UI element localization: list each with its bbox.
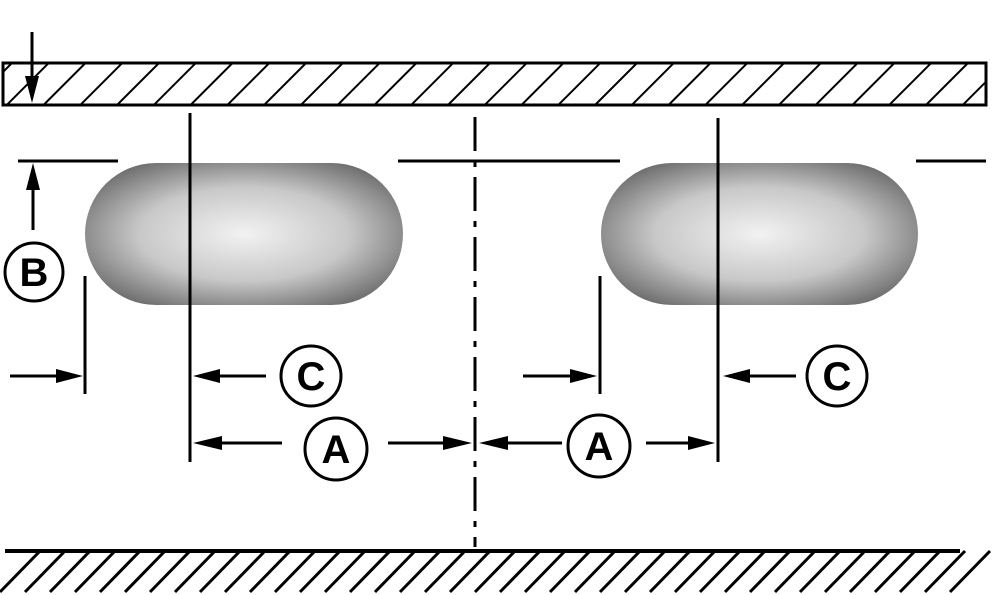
callout-c-left-label: C xyxy=(297,355,326,399)
ground-hatch-stroke xyxy=(423,549,467,594)
ground-hatch-stroke xyxy=(573,549,617,594)
ground-hatch xyxy=(0,549,992,594)
ground-hatch-stroke xyxy=(898,549,942,594)
dimension-c-right-arrow xyxy=(723,369,796,383)
callout-c-right: C xyxy=(805,344,869,408)
ground-hatch-stroke xyxy=(923,549,967,594)
ground-hatch-stroke xyxy=(823,549,867,594)
dimension-a-right-arrows xyxy=(479,436,715,450)
ground-hatch-stroke xyxy=(848,549,892,594)
ground-hatch-stroke xyxy=(473,549,517,594)
callout-b-label: B xyxy=(20,251,49,295)
ground-hatch-stroke xyxy=(748,549,792,594)
dimension-a-left-arrows xyxy=(193,436,472,450)
ground-hatch-stroke xyxy=(48,549,92,594)
callout-c-right-label: C xyxy=(823,355,852,399)
callout-a-right-label: A xyxy=(585,425,614,469)
ground-hatch-stroke xyxy=(148,549,192,594)
ground-hatch-stroke xyxy=(698,549,742,594)
ground-hatch-stroke xyxy=(248,549,292,594)
ground-hatch-stroke xyxy=(398,549,442,594)
bottom-ground xyxy=(0,549,992,594)
callout-a-right: A xyxy=(566,413,632,479)
left-bead xyxy=(85,163,403,305)
right-bead xyxy=(601,163,918,305)
ground-hatch-stroke xyxy=(123,549,167,594)
ground-hatch-stroke xyxy=(723,549,767,594)
ground-hatch-stroke xyxy=(623,549,667,594)
callout-c-left-circle xyxy=(279,344,343,408)
ground-hatch-stroke xyxy=(198,549,242,594)
callout-a-left-circle xyxy=(303,416,369,482)
ground-hatch-stroke xyxy=(548,549,592,594)
extension-lines xyxy=(83,113,720,462)
dimension-c-left-arrow xyxy=(193,369,266,383)
right-edge-arrow xyxy=(523,369,597,383)
callout-b-circle xyxy=(3,241,65,303)
ground-hatch-stroke xyxy=(298,549,342,594)
ground-hatch-stroke xyxy=(523,549,567,594)
ground-hatch-stroke xyxy=(323,549,367,594)
dimension-b-arrow xyxy=(26,163,40,230)
ground-hatch-stroke xyxy=(23,549,67,594)
ground-hatch-stroke xyxy=(948,549,992,594)
ground-hatch-stroke xyxy=(873,549,917,594)
ground-hatch-stroke xyxy=(173,549,217,594)
callout-a-left: A xyxy=(303,416,369,482)
top-plate-hatch xyxy=(1,61,988,107)
ground-hatch-stroke xyxy=(223,549,267,594)
ground-hatch-stroke xyxy=(98,549,142,594)
ground-hatch-stroke xyxy=(0,549,42,594)
ground-hatch-stroke xyxy=(73,549,117,594)
ground-hatch-stroke xyxy=(498,549,542,594)
callout-c-left: C xyxy=(279,344,343,408)
left-edge-arrow xyxy=(10,369,83,383)
ground-hatch-stroke xyxy=(798,549,842,594)
ground-hatch-stroke xyxy=(598,549,642,594)
ground-hatch-stroke xyxy=(348,549,392,594)
ground-hatch-stroke xyxy=(773,549,817,594)
callout-c-right-circle xyxy=(805,344,869,408)
ground-hatch-stroke xyxy=(448,549,492,594)
top-plate xyxy=(1,61,988,107)
callout-a-left-label: A xyxy=(322,428,351,472)
ground-hatch-stroke xyxy=(273,549,317,594)
top-arrow-down xyxy=(25,32,39,103)
ground-hatch-stroke xyxy=(648,549,692,594)
ground-hatch-stroke xyxy=(373,549,417,594)
callout-a-right-circle xyxy=(566,413,632,479)
callout-b: B xyxy=(3,241,65,303)
ground-hatch-stroke xyxy=(673,549,717,594)
